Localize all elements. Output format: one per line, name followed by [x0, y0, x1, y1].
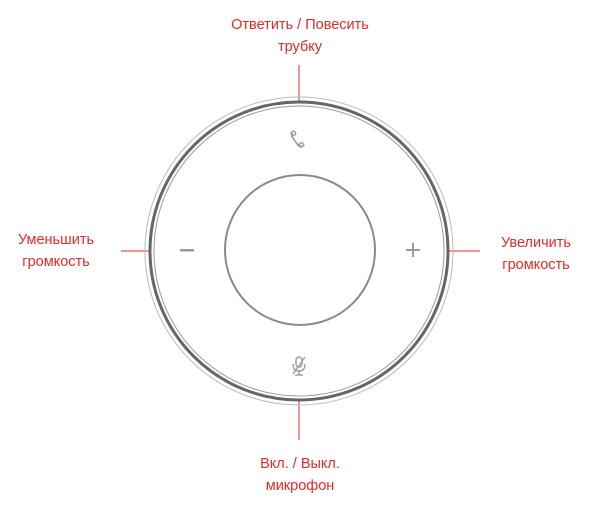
mic-toggle-label-line-2: микрофон [265, 478, 335, 494]
device-inner-ring-edge [153, 105, 445, 397]
mic-toggle-label-line-1: Вкл. / Выкл. [260, 456, 340, 472]
minus-icon[interactable] [180, 249, 194, 252]
volume-up-label-line-2: громкость [502, 257, 570, 273]
mic-toggle-label: Вкл. / Выкл. микрофон [200, 453, 400, 497]
volume-down-label: Уменьшить громкость [2, 229, 110, 273]
answer-hangup-label-line-1: Ответить / Повесить [231, 17, 369, 33]
answer-hangup-label: Ответить / Повесить трубку [200, 14, 400, 58]
plus-icon[interactable] [406, 243, 420, 257]
answer-hangup-label-line-2: трубку [277, 39, 323, 55]
phone-handset-icon[interactable] [290, 130, 305, 149]
device-outer-rim [144, 96, 454, 406]
volume-down-label-line-1: Уменьшить [17, 232, 95, 248]
volume-up-label-line-1: Увеличить [501, 235, 571, 251]
microphone-muted-icon[interactable] [292, 356, 306, 376]
center-button[interactable] [224, 174, 376, 326]
volume-up-label: Увеличить громкость [482, 232, 590, 276]
volume-down-label-line-2: громкость [22, 254, 90, 270]
